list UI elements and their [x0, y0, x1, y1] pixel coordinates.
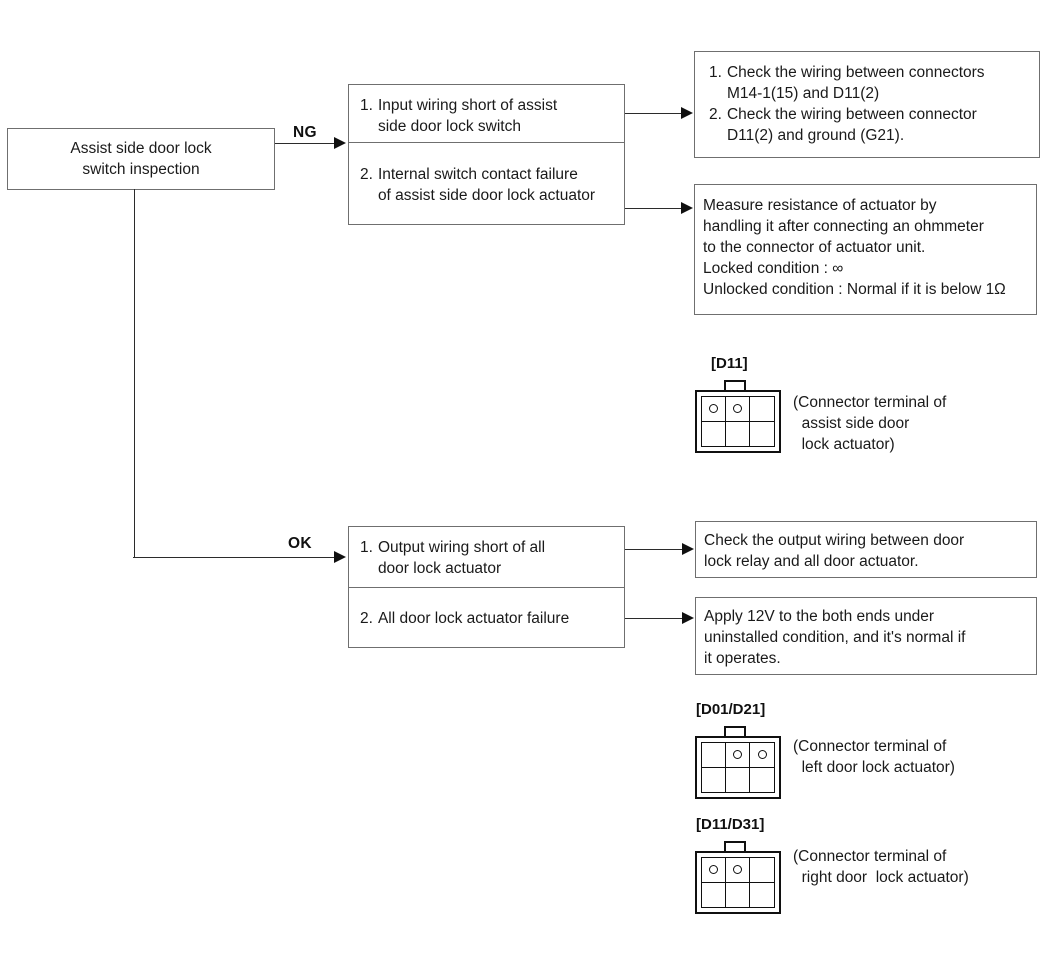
ng-cause-item-1-number: 1. — [360, 97, 373, 114]
connector-d01-d21-body-icon — [695, 736, 781, 799]
connector-d11-d31-body-icon — [695, 851, 781, 914]
connector-d11-cell-6 — [750, 422, 774, 447]
connector-d11-d31-cell-2 — [726, 858, 750, 883]
connector-d11-cell-5 — [726, 421, 750, 446]
start-box-assist-side-door-lock-switch-inspection[interactable]: Assist side door lock switch inspection — [7, 128, 275, 190]
ok-cause-item-2-text: All door lock actuator failure — [377, 610, 570, 627]
connector-symbol-d11-d31-label: [D11/D31] — [696, 816, 765, 833]
connector-d11-d31-cell-4 — [702, 882, 726, 907]
ng-cause-item-2: 2. Internal switch contact failure of as… — [360, 164, 618, 206]
ok-action-2-text: Apply 12V to the both ends under uninsta… — [704, 608, 966, 667]
ng-cause-item-1-text: Input wiring short of assist side door l… — [377, 97, 558, 135]
ng-cause-item-1: 1. Input wiring short of assist side doo… — [360, 95, 618, 137]
edge-arrow-ok-action1 — [682, 542, 694, 555]
start-box-text-wrap: Assist side door lock switch inspection — [8, 129, 274, 189]
edge-arrow-ok — [334, 550, 346, 563]
pin-icon — [757, 750, 767, 760]
ng-action-box-2[interactable] — [694, 184, 1037, 315]
connector-d01-d21-cell-3 — [750, 743, 774, 768]
pin-icon — [733, 865, 742, 875]
connector-d11-d31-cell-3 — [750, 858, 774, 883]
edge-line-ng-cause2-to-action2 — [625, 208, 682, 209]
ng-cause-box-divider — [347, 142, 625, 143]
connector-d11-pin-grid — [701, 396, 775, 447]
ok-cause-box[interactable] — [347, 526, 625, 648]
connector-symbol-d01-d21-caption: (Connector terminal of left door lock ac… — [793, 738, 955, 776]
connector-d11-cell-2 — [726, 397, 750, 422]
edge-line-ng — [275, 143, 335, 144]
ng-action-1-item-1-text: Check the wiring between connectors M14-… — [726, 64, 985, 102]
connector-d11-d31-cell-5 — [726, 882, 750, 907]
edge-line-ng-cause1-to-action1 — [625, 113, 682, 114]
connector-d11-cell-4 — [702, 421, 726, 446]
connector-d11-tab-icon — [724, 380, 746, 391]
edge-label-ng: NG — [293, 124, 317, 141]
connector-d01-d21-cell-5 — [726, 767, 750, 792]
connector-d11-cell-3 — [750, 397, 774, 422]
edge-arrow-ok-action2 — [682, 611, 694, 624]
ng-cause-item-2-text: Internal switch contact failure of assis… — [377, 166, 596, 204]
ng-action-1-item-2-text: Check the wiring between connector D11(2… — [726, 106, 977, 144]
connector-d01-d21-cell-1 — [702, 743, 726, 768]
ok-cause-item-1-number: 1. — [360, 539, 373, 556]
connector-symbol-d11-d31-caption: (Connector terminal of right door lock a… — [793, 848, 969, 886]
ng-cause-item-2-number: 2. — [360, 166, 373, 183]
ng-cause-box[interactable] — [347, 84, 625, 225]
connector-symbol-d11-d31: [D11/D31] — [695, 816, 781, 915]
pin-icon — [709, 404, 718, 414]
ok-action-box-1[interactable] — [695, 521, 1037, 578]
pin-icon — [733, 750, 742, 760]
connector-d11-cell-1 — [702, 397, 726, 422]
connector-d01-d21-cell-4 — [702, 767, 726, 792]
ng-action-1-item-1-number: 1. — [709, 64, 722, 81]
ng-action-1-item-2: 2. Check the wiring between connector D1… — [709, 104, 1031, 146]
connector-d11-d31-cell-1 — [702, 858, 726, 883]
connector-d01-d21-tab-icon — [724, 726, 746, 737]
ok-cause-item-1-text: Output wiring short of all door lock act… — [377, 539, 546, 577]
ok-cause-item-2: 2. All door lock actuator failure — [360, 608, 618, 629]
edge-line-ok-horizontal — [133, 557, 335, 558]
edge-label-ok: OK — [288, 535, 312, 552]
connector-d01-d21-pin-grid — [701, 742, 775, 793]
pin-icon — [733, 404, 742, 414]
edge-line-ok-vertical — [134, 189, 135, 558]
ok-action-box-2[interactable] — [695, 597, 1037, 675]
connector-symbol-d01-d21: [D01/D21] — [695, 701, 781, 800]
connector-d01-d21-cell-6 — [750, 768, 774, 793]
start-box-line-1: Assist side door lock — [70, 140, 212, 157]
ng-action-box-1[interactable] — [694, 51, 1040, 158]
connector-d11-d31-pin-grid — [701, 857, 775, 908]
connector-symbol-d11-label: [D11] — [711, 355, 748, 372]
edge-arrow-ng-action1 — [681, 106, 693, 119]
connector-symbol-d11-caption: (Connector terminal of assist side door … — [793, 394, 947, 453]
connector-d11-body-icon — [695, 390, 781, 453]
connector-d11-d31-cell-6 — [750, 883, 774, 908]
ok-cause-box-divider — [347, 587, 625, 588]
connector-d11-d31-tab-icon — [724, 841, 746, 852]
edge-line-ok-cause1-to-action1 — [625, 549, 683, 550]
ok-action-1-text: Check the output wiring between door loc… — [704, 532, 965, 570]
ng-action-2-text: Measure resistance of actuator by handli… — [703, 197, 1006, 298]
connector-d01-d21-cell-2 — [726, 743, 750, 768]
ok-cause-item-2-number: 2. — [360, 610, 373, 627]
ok-cause-item-1: 1. Output wiring short of all door lock … — [360, 537, 618, 579]
ng-action-1-item-1: 1. Check the wiring between connectors M… — [709, 62, 1031, 104]
edge-arrow-ng-action2 — [681, 201, 693, 214]
ng-action-1-item-2-number: 2. — [709, 106, 722, 123]
edge-line-ok-cause2-to-action2 — [625, 618, 683, 619]
edge-arrow-ng — [334, 136, 346, 149]
connector-symbol-d01-d21-label: [D01/D21] — [696, 701, 766, 718]
start-box-line-2: switch inspection — [82, 161, 200, 178]
connector-symbol-d11: [D11] — [695, 355, 781, 454]
pin-icon — [709, 865, 718, 875]
